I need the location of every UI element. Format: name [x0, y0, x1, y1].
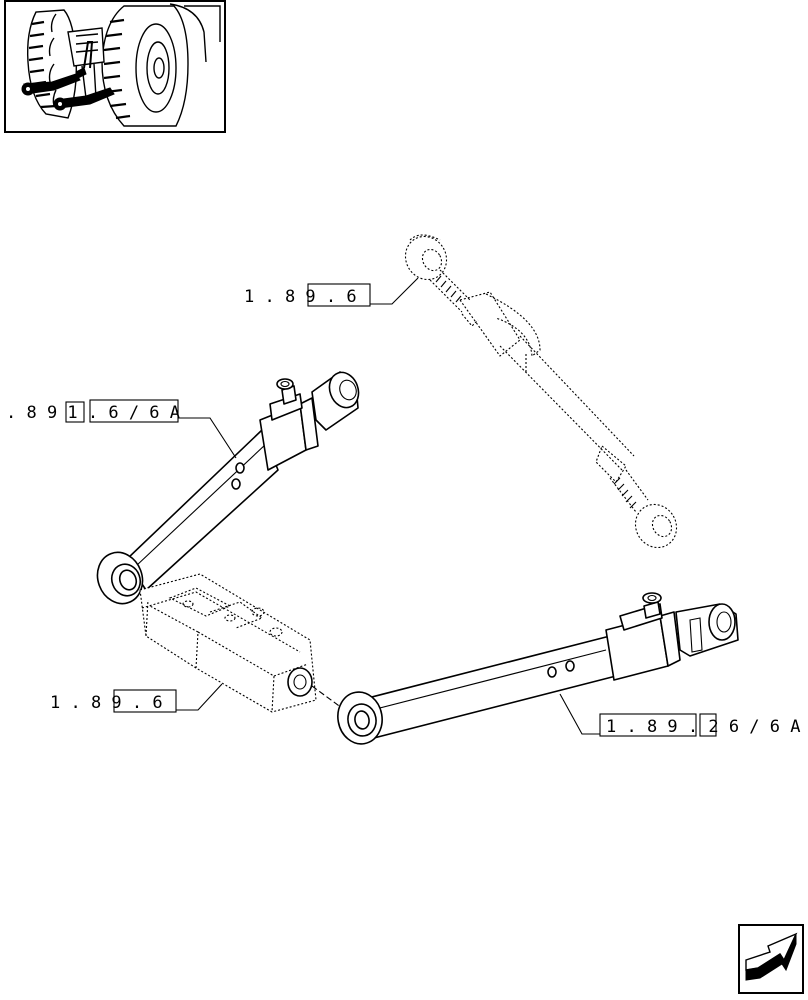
callout-right-lower-link-text: 1 . 8 9 . 2 6 / 6 A: [606, 717, 800, 737]
support-bracket-drawing: [139, 573, 343, 713]
callout-top-link[interactable]: 1 . 8 9 . 6: [244, 277, 419, 307]
tractor-rear-thumbnail-icon: [21, 3, 221, 127]
callout-top-link-text: 1 . 8 9 . 6: [244, 287, 357, 307]
left-lower-link-drawing: [96, 371, 360, 605]
tractor-thumbnail: [4, 0, 226, 133]
callout-left-lower-link[interactable]: . 8 9 1 . 6 / 6 A: [6, 399, 237, 459]
arrow-next-page-icon: [745, 932, 798, 981]
callout-support-bracket[interactable]: 1 . 8 9 . 6: [50, 683, 223, 713]
top-link-drawing: [404, 234, 678, 549]
callout-right-lower-link[interactable]: 1 . 8 9 . 2 6 / 6 A: [559, 693, 800, 737]
callout-support-bracket-text: 1 . 8 9 . 6: [50, 693, 163, 713]
next-page-button[interactable]: [738, 924, 804, 994]
callout-left-lower-link-text: . 8 9 1 . 6 / 6 A: [6, 403, 180, 423]
right-lower-link-drawing: [337, 592, 739, 745]
